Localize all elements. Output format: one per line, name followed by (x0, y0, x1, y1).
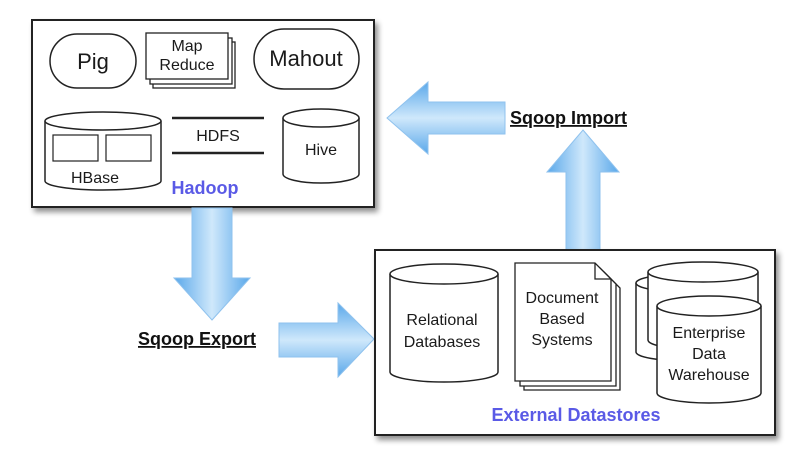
relational-label-line2: Databases (404, 334, 481, 351)
mapreduce-node: Map Reduce (145, 32, 236, 89)
hive-label: Hive (305, 142, 337, 159)
external-datastores-box: Relational Databases Document Based Syst… (374, 249, 776, 436)
sqoop-import-arrow-left (386, 80, 506, 156)
enterprise-data-warehouse-cylinders: Enterprise Data Warehouse (635, 261, 762, 404)
hbase-label: HBase (71, 170, 119, 187)
mapreduce-label-line1: Map (171, 38, 202, 55)
hadoop-title: Hadoop (172, 178, 239, 198)
document-based-systems-node: Document Based Systems (514, 262, 621, 391)
hive-cylinder: Hive (282, 108, 360, 184)
edw-label-line3: Warehouse (668, 367, 749, 384)
hbase-region-left (52, 134, 99, 162)
hdfs-label: HDFS (196, 128, 240, 145)
document-label-line2: Based (539, 311, 584, 328)
pig-label: Pig (77, 49, 109, 74)
sqoop-export-arrow-right (278, 301, 375, 379)
external-datastores-title: External Datastores (491, 405, 660, 425)
document-label-line1: Document (526, 290, 599, 307)
hbase-region-right (105, 134, 152, 162)
document-label-line3: Systems (531, 332, 592, 349)
edw-label-line1: Enterprise (673, 325, 746, 342)
hadoop-box: Pig Map Reduce Mahout HBase HDFS (31, 19, 375, 208)
sqoop-export-label: Sqoop Export (138, 329, 256, 349)
sqoop-import-arrow-up (545, 129, 621, 251)
edw-label-line2: Data (692, 346, 726, 363)
relational-databases-cylinder: Relational Databases (389, 263, 499, 383)
mapreduce-label-line2: Reduce (159, 57, 214, 74)
sqoop-import-label: Sqoop Import (510, 108, 627, 128)
hdfs-node: HDFS (172, 116, 264, 155)
pig-node: Pig (49, 33, 137, 89)
mahout-node: Mahout (253, 28, 360, 90)
sqoop-export-arrow-down (172, 207, 252, 321)
mahout-label: Mahout (269, 46, 342, 71)
relational-label-line1: Relational (406, 312, 477, 329)
hbase-cylinder: HBase (44, 111, 162, 191)
